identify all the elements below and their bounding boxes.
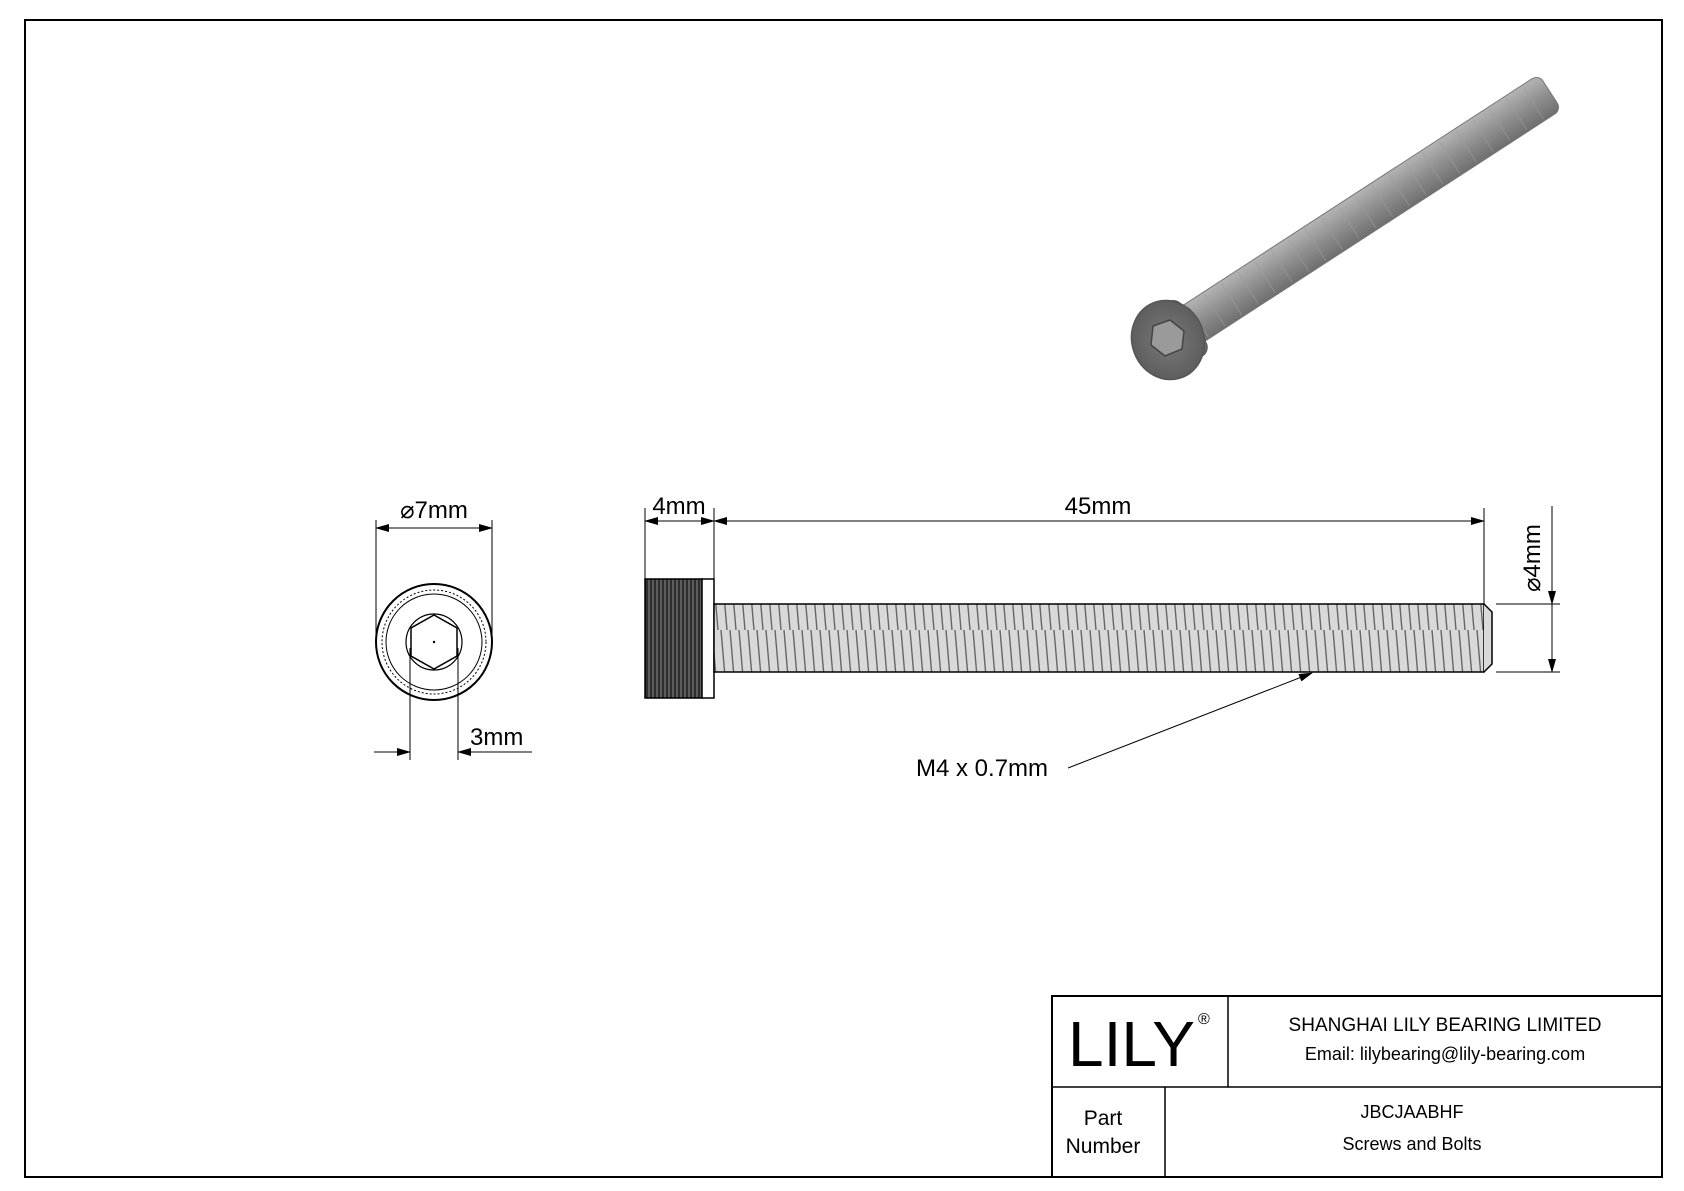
part-number: JBCJAABHF — [1360, 1102, 1463, 1122]
company-email: Email: lilybearing@lily-bearing.com — [1305, 1044, 1585, 1064]
threaded-shank — [713, 603, 1485, 673]
logo: LILY — [1068, 1008, 1195, 1080]
number-label: Number — [1066, 1135, 1141, 1158]
part-label: Part — [1084, 1107, 1123, 1130]
shank-diameter-label: ⌀4mm — [1519, 524, 1546, 592]
side-view — [644, 506, 1560, 769]
head-length-label: 4mm — [652, 493, 705, 520]
company-name: SHANGHAI LILY BEARING LIMITED — [1289, 1015, 1602, 1036]
part-category: Screws and Bolts — [1342, 1134, 1481, 1154]
head-diameter-label: ⌀7mm — [400, 497, 468, 524]
drawing-border — [24, 19, 1663, 1178]
logo-registered-mark: ® — [1198, 1011, 1210, 1028]
length-label: 45mm — [1065, 493, 1132, 520]
hex-socket-outline — [410, 614, 458, 670]
hex-socket-label: 3mm — [470, 724, 523, 751]
end-view — [374, 520, 532, 760]
title-block — [1051, 995, 1663, 1178]
iso-hex-socket — [1150, 319, 1185, 357]
knurled-head — [644, 578, 703, 699]
isometric-view — [1130, 76, 1559, 381]
thread-label: M4 x 0.7mm — [916, 755, 1048, 782]
